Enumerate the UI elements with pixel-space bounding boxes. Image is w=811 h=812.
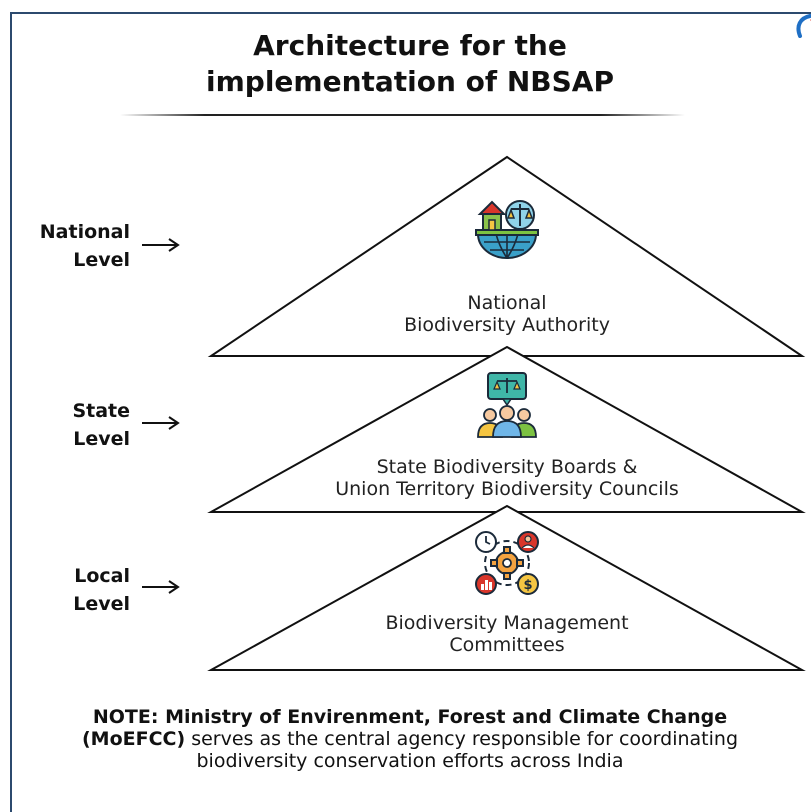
tier-state-line2: Union Territory Biodiversity Councils [335, 478, 679, 500]
svg-text:$: $ [523, 578, 532, 593]
title-line-2: implementation of NBSAP [206, 65, 614, 98]
footnote-bold: NOTE: Ministry of Envirenment, Forest an… [81, 706, 728, 750]
footnote: NOTE: Ministry of Envirenment, Forest an… [40, 706, 780, 772]
tier-local-text: Biodiversity Management Committees [300, 612, 714, 656]
footnote-rest: serves as the central agency responsible… [185, 728, 738, 772]
tier-national-line2: Biodiversity Authority [404, 314, 610, 336]
arrow-right-icon [142, 580, 180, 594]
level-label-local-line2: Level [73, 593, 130, 615]
arrow-right-icon [142, 416, 180, 430]
page-title: Architecture for the implementation of N… [140, 28, 680, 100]
level-label-national-line1: National [39, 221, 130, 243]
level-label-state-line1: State [72, 400, 130, 422]
level-label-local-line1: Local [74, 565, 130, 587]
level-label-state-line2: Level [73, 428, 130, 450]
tier-local-line1: Biodiversity Management [385, 612, 629, 634]
level-label-local: Local Level [10, 562, 130, 618]
government-globe-icon [475, 200, 539, 259]
tier-local-shape [207, 504, 806, 671]
level-label-state: State Level [10, 397, 130, 453]
tier-state-line1: State Biodiversity Boards & [376, 456, 638, 478]
tier-local-line2: Committees [449, 634, 565, 656]
tier-state-text: State Biodiversity Boards & Union Territ… [250, 456, 764, 500]
level-label-national: National Level [10, 218, 130, 274]
tier-national-text: National Biodiversity Authority [330, 292, 684, 336]
tier-national-line1: National [467, 292, 547, 314]
management-gear-icon: $ [475, 531, 539, 595]
title-line-1: Architecture for the [253, 29, 567, 62]
brand-logo-icon [796, 14, 811, 38]
arrow-right-icon [142, 238, 180, 252]
level-label-national-line2: Level [73, 249, 130, 271]
title-divider [120, 114, 685, 116]
council-meeting-icon [477, 372, 537, 438]
page-frame [10, 12, 811, 812]
